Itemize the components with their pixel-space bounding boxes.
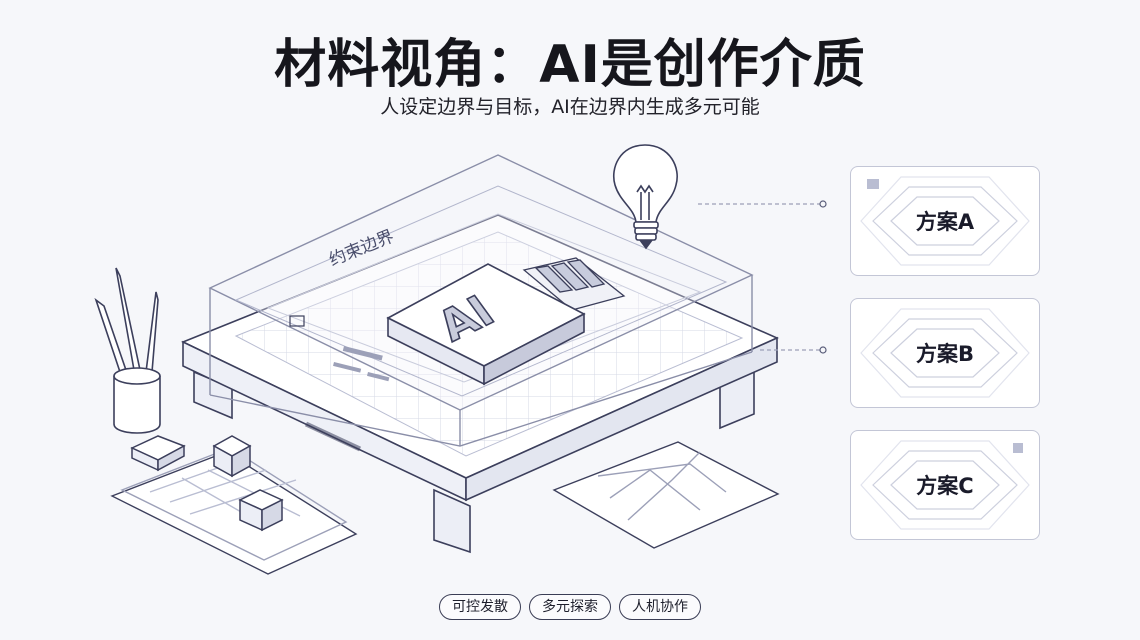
tag-row: 可控发散 多元探索 人机协作 <box>0 594 1140 620</box>
option-card-a[interactable]: 方案A <box>850 166 1040 276</box>
ai-block <box>386 263 586 386</box>
option-card-b[interactable]: 方案B <box>850 298 1040 408</box>
paper-sheets-left <box>110 447 358 575</box>
option-label: 方案B <box>915 342 974 366</box>
connector-dot-a <box>819 200 827 208</box>
ui-strip-right <box>522 257 626 311</box>
desk-legs <box>193 358 755 554</box>
lightbulb-icon <box>613 144 678 250</box>
ui-strip-left <box>289 315 390 382</box>
page-subtitle: 人设定边界与目标，AI在边界内生成多元可能 <box>380 96 760 118</box>
tag-controllable-divergence: 可控发散 <box>439 594 521 620</box>
connector-lines <box>698 203 820 351</box>
card-pattern <box>860 176 1030 266</box>
pencil-cup <box>94 267 161 434</box>
paper-sheet-right <box>552 441 780 549</box>
option-label: 方案C <box>916 474 974 498</box>
card-pattern <box>860 440 1030 530</box>
page-title: 材料视角：AI是创作介质 <box>274 35 866 95</box>
tag-human-ai-collaboration: 人机协作 <box>619 594 701 620</box>
option-card-c[interactable]: 方案C <box>850 430 1040 540</box>
connector-dot-b <box>819 346 827 354</box>
option-label: 方案A <box>915 210 975 234</box>
tag-diverse-exploration: 多元探索 <box>529 594 611 620</box>
card-pattern <box>860 308 1030 398</box>
cube-stack <box>130 435 284 532</box>
